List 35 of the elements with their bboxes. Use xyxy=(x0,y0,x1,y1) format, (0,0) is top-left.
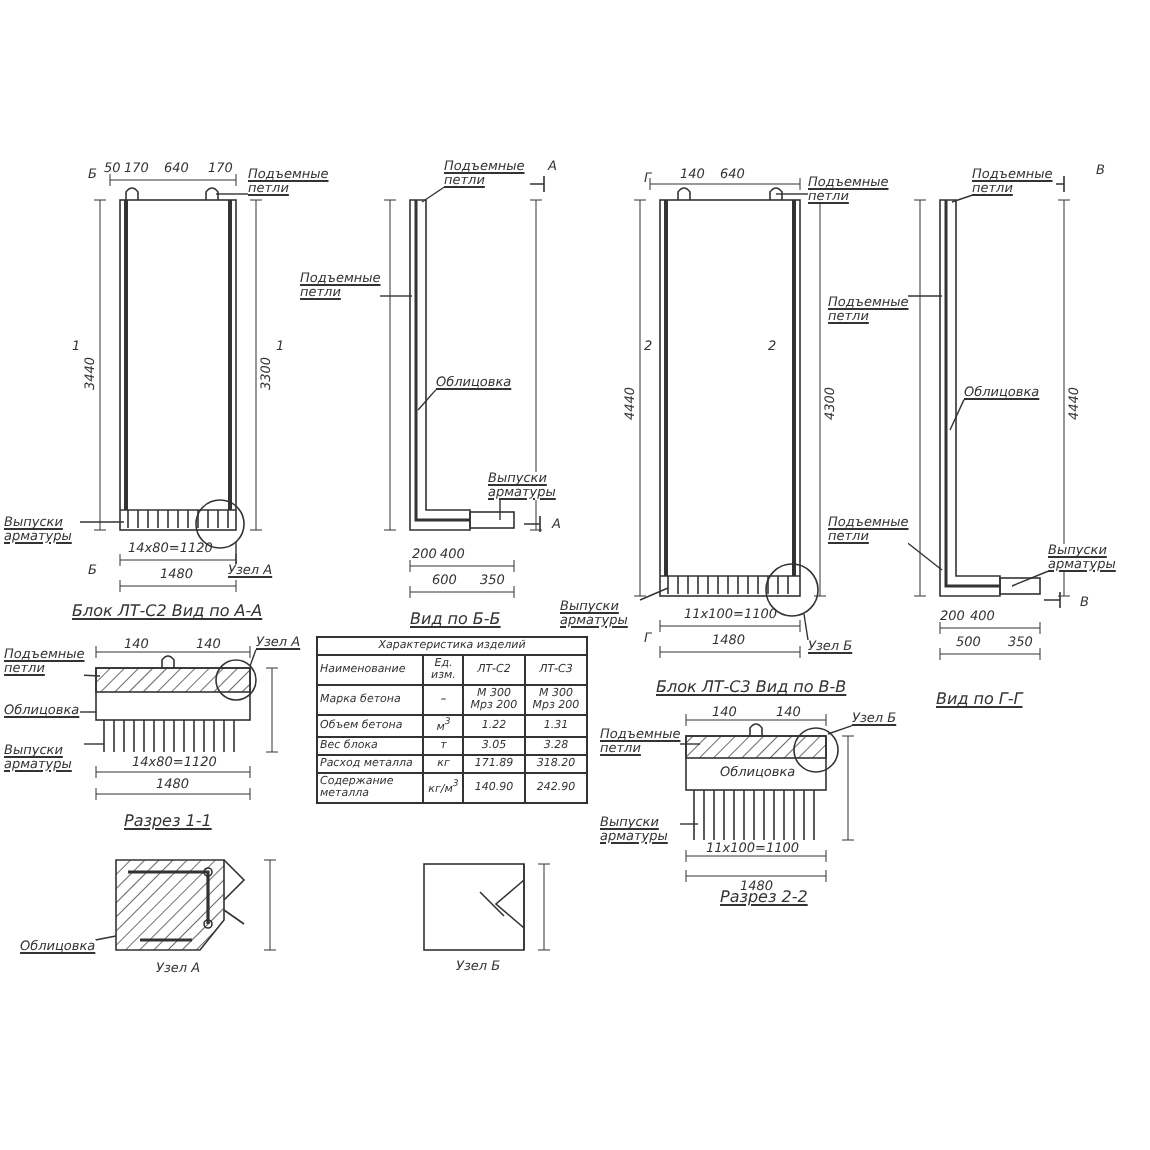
leader-line xyxy=(83,674,101,677)
concrete-block-drawing xyxy=(119,187,245,549)
leader-line xyxy=(417,388,437,411)
section-drawing xyxy=(685,723,839,841)
leader-line xyxy=(79,521,125,523)
leader-line xyxy=(907,295,943,297)
leader-line xyxy=(1011,570,1049,587)
leader-line xyxy=(951,194,973,203)
leader-line xyxy=(249,648,257,667)
view-title: Разрез 1-1 xyxy=(124,814,212,830)
leader-line xyxy=(775,193,809,195)
leader-line xyxy=(421,186,445,203)
leader-line xyxy=(803,613,809,641)
leader-line xyxy=(235,541,237,565)
leader-line xyxy=(639,587,669,601)
leader-line xyxy=(78,711,97,713)
leader-line xyxy=(907,542,943,571)
leader-line xyxy=(949,398,965,431)
section-drawing xyxy=(95,655,257,753)
view-title: Блок ЛТ-С2 Вид по А-А xyxy=(72,604,263,620)
concrete-block-drawing xyxy=(939,199,1041,597)
leader-line xyxy=(94,935,117,941)
joint-detail-drawing xyxy=(115,859,246,951)
leader-line xyxy=(83,743,105,745)
leader-line xyxy=(827,724,853,735)
leader-line xyxy=(379,295,413,297)
view-title: Разрез 2-2 xyxy=(720,890,808,906)
view-title: Вид по Г-Г xyxy=(936,692,1023,708)
view-title: Вид по Б-Б xyxy=(410,612,501,628)
leader-line xyxy=(499,498,501,521)
view-title: Блок ЛТ-С3 Вид по В-В xyxy=(656,680,847,696)
leader-line xyxy=(679,743,701,745)
leader-line xyxy=(215,193,249,195)
leader-line xyxy=(679,823,699,825)
joint-detail-drawing xyxy=(423,863,525,951)
